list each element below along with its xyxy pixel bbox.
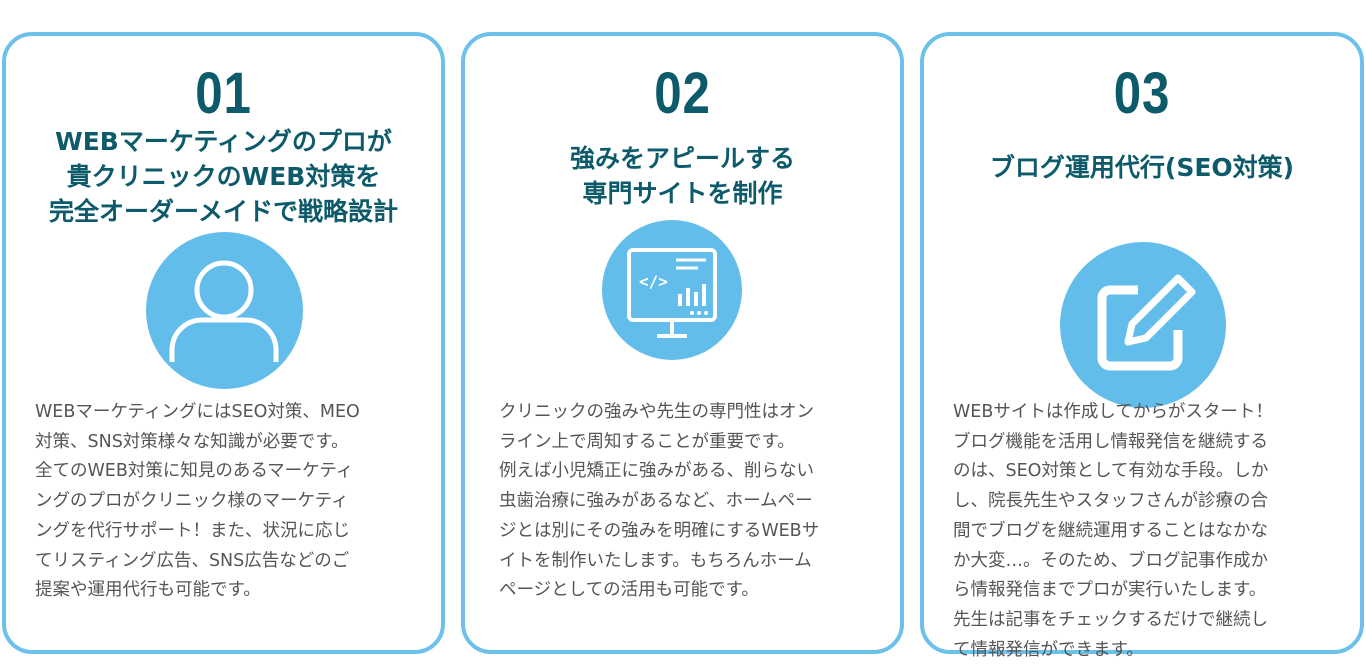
card-number: 01 bbox=[195, 61, 252, 126]
text-line: てリスティング広告、SNS広告などのご bbox=[35, 550, 350, 571]
text-line: 間でブログを継続運用することはなかな bbox=[953, 520, 1268, 541]
title-line: 強みをアピールする bbox=[569, 144, 795, 173]
svg-text:</>: </> bbox=[639, 272, 668, 291]
text-line: ングのプロがクリニック様のマーケティ bbox=[35, 491, 349, 512]
text-line: 全てのWEB対策に知見のあるマーケティ bbox=[35, 461, 354, 482]
card-title: 強みをアピールする 専門サイトを制作 bbox=[465, 141, 900, 211]
text-line: 提案や運用代行も可能です。 bbox=[35, 580, 261, 601]
card-title: ブログ運用代行(SEO対策) bbox=[924, 150, 1360, 185]
text-line: イトを制作いたします。もちろんホーム bbox=[499, 550, 812, 571]
title-line: 専門サイトを制作 bbox=[582, 179, 783, 208]
text-line: ジとは別にその強みを明確にするWEBサ bbox=[499, 520, 820, 541]
card-description: WEBサイトは作成してからがスタート！ ブログ機能を活用し情報発信を継続する の… bbox=[953, 398, 1273, 665]
service-card-3: 03 ブログ運用代行(SEO対策) WEBサイトは作成してからがスタート！ ブロ… bbox=[920, 32, 1364, 660]
text-line: ら情報発信までプロが実行いたします。 bbox=[953, 580, 1267, 601]
text-line: クリニックの強みや先生の専門性はオン bbox=[499, 402, 814, 422]
service-card-1: 01 WEBマーケティングのプロが 貴クリニックのWEB対策を 完全オーダーメイ… bbox=[2, 32, 445, 654]
card-number: 03 bbox=[1113, 61, 1171, 126]
text-line: 例えば小児矯正に強みがある、削らない bbox=[499, 461, 814, 482]
service-card-2: 02 強みをアピールする 専門サイトを制作 </> クリニックの強みや先生の専門… bbox=[461, 32, 904, 654]
text-line: 虫歯治療に強みがあるなど、ホームペー bbox=[499, 491, 813, 512]
text-line: ングを代行サポート！また、状況に応じ bbox=[35, 520, 350, 541]
title-line: WEBマーケティングのプロが bbox=[55, 127, 392, 156]
text-line: か大変…。そのため、ブログ記事作成か bbox=[953, 550, 1268, 571]
title-line: ブログ運用代行(SEO対策) bbox=[989, 153, 1295, 182]
title-line: 貴クリニックのWEB対策を bbox=[66, 162, 381, 191]
card-description: WEBマーケティングにはSEO対策、MEO 対策、SNS対策様々な知識が必要です… bbox=[35, 398, 360, 606]
card-description: クリニックの強みや先生の専門性はオン ライン上で周知することが重要です。 例えば… bbox=[499, 398, 819, 606]
text-line: のは、SEO対策として有効な手段。しか bbox=[953, 461, 1269, 482]
text-line: て情報発信ができます。 bbox=[953, 639, 1144, 660]
text-line: ライン上で周知することが重要です。 bbox=[499, 431, 795, 452]
text-line: WEBサイトは作成してからがスタート！ bbox=[953, 402, 1273, 422]
text-line: し、院長先生やスタッフさんが診療の合 bbox=[953, 491, 1268, 512]
user-icon bbox=[146, 232, 303, 389]
text-line: 対策、SNS対策様々な知識が必要です。 bbox=[35, 431, 349, 452]
edit-icon bbox=[1060, 242, 1226, 408]
title-line: 完全オーダーメイドで戦略設計 bbox=[48, 197, 398, 226]
card-number: 02 bbox=[654, 61, 711, 126]
text-line: ページとしての活用も可能です。 bbox=[499, 580, 759, 601]
monitor-code-icon: </> bbox=[602, 220, 742, 360]
card-title: WEBマーケティングのプロが 貴クリニックのWEB対策を 完全オーダーメイドで戦… bbox=[6, 124, 441, 229]
text-line: WEBマーケティングにはSEO対策、MEO bbox=[35, 402, 360, 422]
text-line: ブログ機能を活用し情報発信を継続する bbox=[953, 431, 1268, 452]
text-line: 先生は記事をチェックするだけで継続し bbox=[953, 609, 1268, 630]
